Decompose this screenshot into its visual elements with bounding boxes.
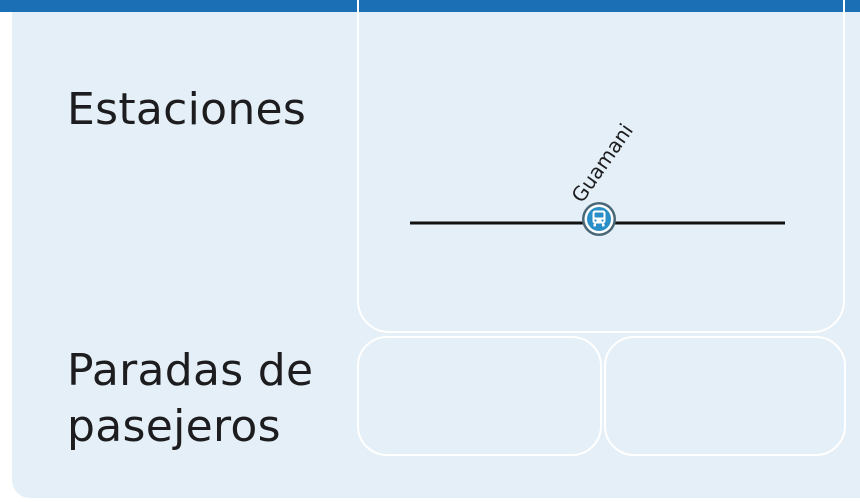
stations-example-cell: [357, 0, 845, 333]
legend-panel: [12, 12, 860, 498]
stops-row-label: Paradas de pasejeros: [67, 345, 314, 452]
stops-example-cell-left: [357, 336, 602, 456]
stations-row-label: Estaciones: [67, 84, 307, 135]
stops-example-cell-right: [604, 336, 846, 456]
header-bar: [0, 0, 860, 12]
